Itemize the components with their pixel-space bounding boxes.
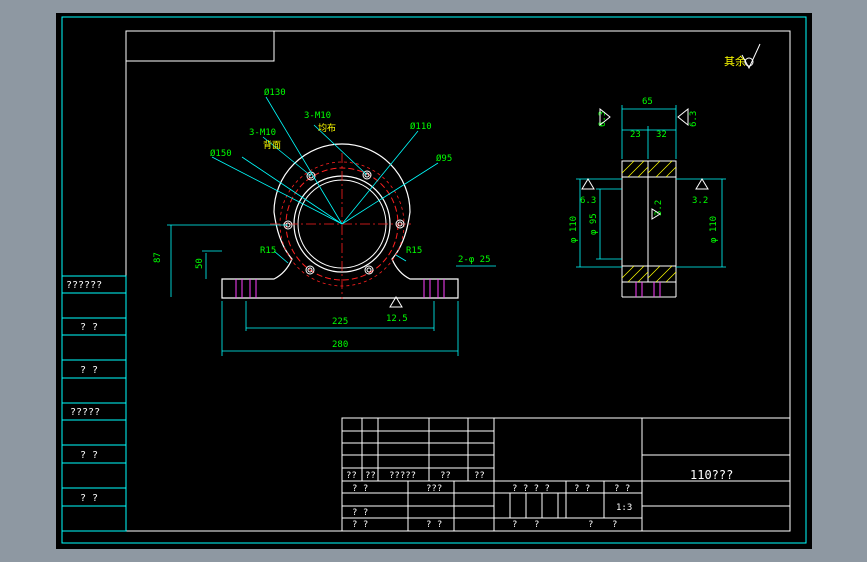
- roughness-top-right: 6.3: [689, 111, 699, 127]
- dim-hole-span: 225: [332, 317, 348, 327]
- dim-outer-dia: Ø150: [210, 148, 232, 159]
- left-table-cell-3: ? ?: [80, 365, 98, 376]
- dim-step-right: 32: [656, 130, 667, 140]
- tb-row-c-1: ? ?: [352, 508, 368, 518]
- dim-step-left: 23: [630, 130, 641, 140]
- tb-row-a-1: ??: [346, 471, 357, 481]
- tb-scale: 1:3: [616, 503, 632, 513]
- bracket-outline: [221, 143, 459, 299]
- drawing-sheet: 其余 ?????? ? ? ? ? ????? ? ? ? ?: [56, 13, 812, 549]
- tb-row-c-2: ? ?: [352, 520, 368, 530]
- callout-holes-b-note: 均布: [318, 122, 336, 134]
- left-table: [61, 275, 127, 532]
- front-view: Ø130 3-M10 均布 3-M10 背面 Ø150 Ø110 Ø95 R15…: [153, 87, 496, 356]
- roughness-right: 3.2: [692, 196, 708, 206]
- roughness-left: 6.3: [580, 196, 596, 206]
- side-view: 65 23 32 6.3 6.3 φ 110 φ 95 φ 110 6.3 3.…: [569, 97, 726, 298]
- tb-row-a-5: ??: [474, 471, 485, 481]
- tb-mid-2: ? ?: [574, 484, 590, 494]
- title-block: [341, 417, 791, 532]
- tb-row-c-3: ? ?: [426, 520, 442, 530]
- tb-mid-1: ? ? ? ?: [512, 484, 550, 494]
- dim-fillet-left: R15: [260, 246, 276, 256]
- roughness-inner: 3.2: [654, 200, 664, 216]
- dim-width: 65: [642, 97, 653, 107]
- left-table-cell-5: ? ?: [80, 450, 98, 461]
- tb-mid-3: ? ?: [614, 484, 630, 494]
- side-dim-lines: [576, 105, 726, 268]
- roughness-top-left: 6.3: [598, 111, 608, 127]
- dim-bolt-circle: Ø130: [264, 87, 286, 98]
- dim-inner-dia: φ 95: [589, 213, 599, 235]
- rough-symbol: 其余: [724, 43, 761, 70]
- left-table-cell-6: ? ?: [80, 493, 98, 504]
- dim-left-dia: φ 110: [569, 216, 579, 243]
- tb-row-a-3: ?????: [389, 471, 416, 481]
- dim-fillet-right: R15: [406, 246, 422, 256]
- callout-holes-a: 3-M10: [249, 128, 276, 138]
- cad-drawing: 其余 ?????? ? ? ? ? ????? ? ? ? ?: [61, 16, 807, 544]
- tb-mid-bottom-4: ?: [612, 520, 617, 530]
- base-mount-holes: [235, 279, 445, 298]
- dim-base-length: 280: [332, 340, 348, 350]
- roughness-base-symbol: [389, 296, 403, 308]
- tb-row-a-2: ??: [365, 471, 376, 481]
- left-table-cell-2: ? ?: [80, 322, 98, 333]
- tb-mid-bottom-1: ?: [512, 520, 517, 530]
- dim-bore-dia: Ø110: [410, 121, 432, 132]
- dim-center-dia: Ø95: [436, 153, 452, 164]
- tb-row-b-1: ? ?: [352, 484, 368, 494]
- dim-mount-holes: 2-φ 25: [458, 255, 491, 265]
- outer-border: [61, 16, 807, 544]
- tb-row-a-4: ??: [440, 471, 451, 481]
- callout-holes-a-note: 背面: [263, 139, 281, 151]
- side-holes: [635, 282, 661, 297]
- rough-symbol-label: 其余: [724, 54, 746, 68]
- dim-center-height: 50: [195, 258, 205, 269]
- left-table-cell-1: ??????: [66, 280, 102, 291]
- side-roughness-symbols: [581, 107, 709, 220]
- dim-height: 87: [153, 252, 163, 263]
- tb-title: 110???: [690, 468, 733, 482]
- tb-mid-bottom-3: ?: [588, 520, 593, 530]
- left-table-cell-4: ?????: [70, 407, 100, 418]
- code-box: [125, 30, 275, 62]
- section-hatching: [621, 160, 677, 283]
- callout-holes-b: 3-M10: [304, 111, 331, 121]
- dim-right-dia: φ 110: [709, 216, 719, 243]
- tb-row-b-2: ???: [426, 484, 442, 494]
- tb-mid-bottom-2: ?: [534, 520, 539, 530]
- leader-lines: [167, 96, 496, 356]
- roughness-base: 12.5: [386, 314, 408, 324]
